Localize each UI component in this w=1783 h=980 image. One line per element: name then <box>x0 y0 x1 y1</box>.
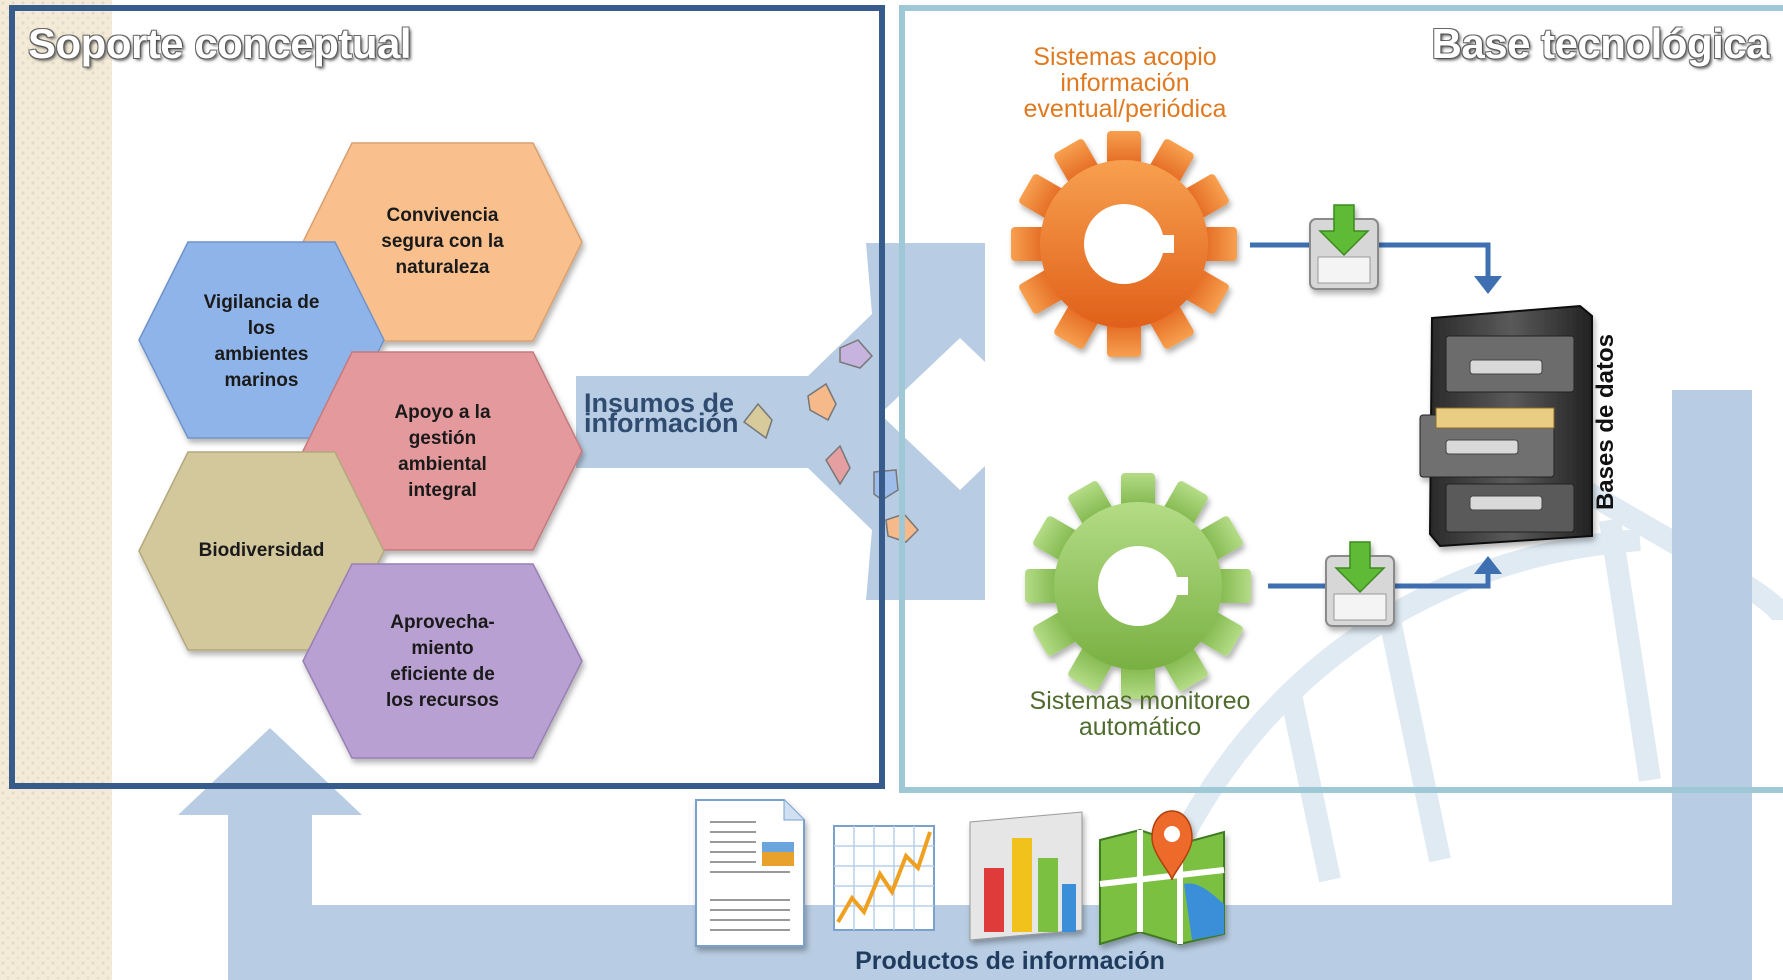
feedback-loop-arrow <box>178 390 1752 980</box>
arrowhead-bottom-icon <box>1474 556 1502 574</box>
title-base-tecnologica: Base tecnológica <box>1431 20 1770 67</box>
hexagon-label-biodiversidad: Biodiversidad <box>198 540 325 561</box>
hexagon-label-aprovechamiento: Aprovecha- miento eficiente de los recur… <box>386 612 499 711</box>
hexagon-cluster <box>138 142 583 759</box>
save-download-icon-bottom <box>1325 541 1395 627</box>
save-download-icon-top <box>1309 204 1379 290</box>
hexagon-aprovechamiento <box>302 563 583 759</box>
products-label: Productos de información <box>855 947 1165 975</box>
paper-scraps <box>742 339 920 543</box>
hexagon-label-vigilancia: Vigilancia de los ambientes marinos <box>203 292 320 391</box>
green-gear-label: Sistemas monitoreo automático <box>1029 687 1251 741</box>
base-tecnologica-panel <box>899 5 1783 793</box>
gear-orange-icon <box>1011 131 1237 357</box>
arrowhead-top-icon <box>1474 276 1502 294</box>
hexagon-label-convivencia: Convivencia segura con la naturaleza <box>381 205 504 278</box>
bar-chart-icon <box>969 811 1083 941</box>
hexagon-apoyo <box>302 351 583 551</box>
line-graph-icon <box>833 825 935 931</box>
filing-cabinet-icon <box>1419 304 1593 548</box>
gear-green-icon <box>1025 473 1251 699</box>
orange-gear-label: Sistemas acopio información eventual/per… <box>1023 43 1227 123</box>
title-soporte-conceptual: Soporte conceptual <box>28 20 412 67</box>
soporte-conceptual-panel <box>9 5 885 789</box>
insumos-label: Insumos de información <box>584 388 739 438</box>
document-icon <box>695 799 805 947</box>
hexagon-label-apoyo: Apoyo a la gestión ambiental integral <box>394 402 491 501</box>
database-label: Bases de datos <box>1592 333 1619 511</box>
map-pin-icon <box>1099 810 1225 946</box>
paper-texture-strip <box>0 0 112 980</box>
